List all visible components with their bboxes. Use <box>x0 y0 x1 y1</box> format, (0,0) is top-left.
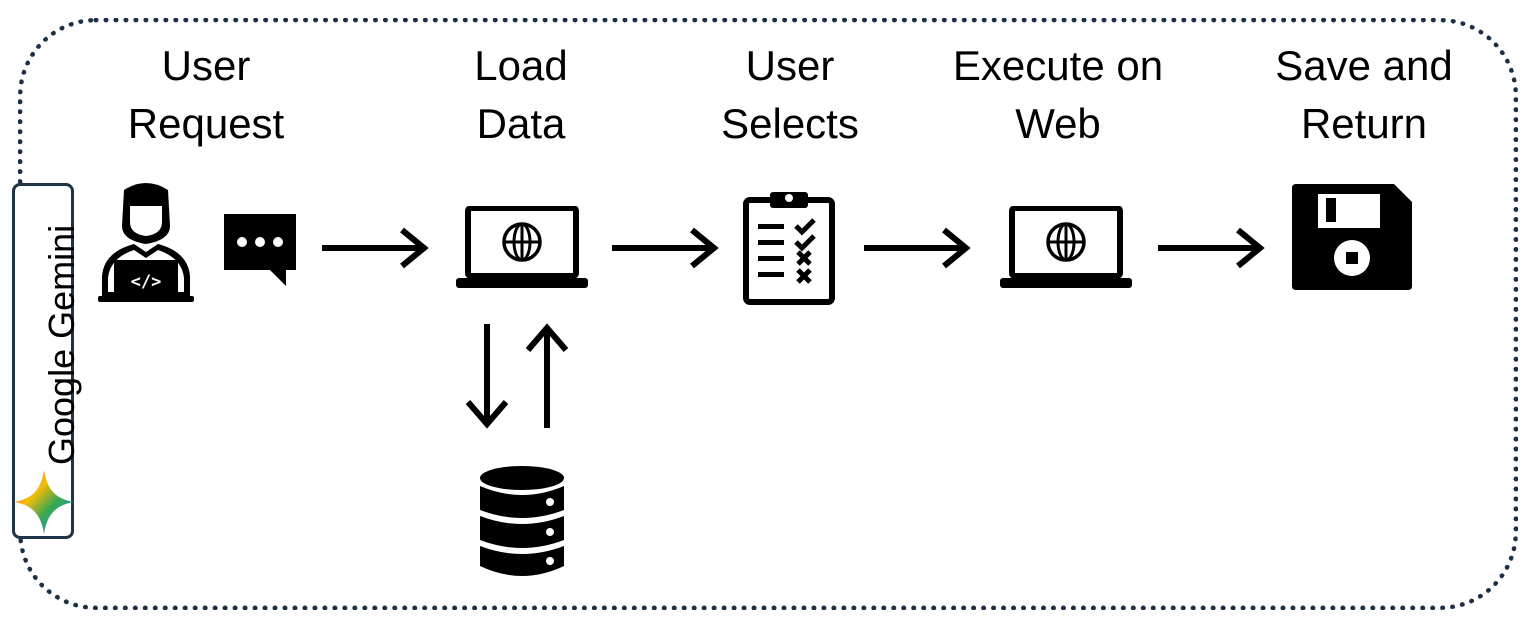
arrow-right-icon <box>1158 227 1265 269</box>
step-label-line1: Execute on <box>952 42 1164 89</box>
step-label-line2: Request <box>127 100 285 147</box>
step-label-line1: User <box>161 42 251 89</box>
step-label-line2: Selects <box>721 100 859 147</box>
step-label-line1: Load <box>474 42 568 89</box>
step-label-user-request: User Request <box>108 37 304 153</box>
svg-text:</>: </> <box>131 272 162 292</box>
clipboard-checklist-icon <box>743 192 835 305</box>
gemini-sidebar-label: Google Gemini <box>41 224 82 465</box>
laptop-globe-icon <box>1000 206 1132 288</box>
step-label-line2: Web <box>1015 100 1101 147</box>
floppy-disk-icon <box>1292 184 1412 290</box>
developer-icon: </> <box>98 183 194 302</box>
laptop-globe-icon <box>456 206 588 288</box>
step-label-load-data: Load Data <box>440 37 602 153</box>
database-icon <box>480 466 564 576</box>
step-label-line1: Save and <box>1275 42 1453 89</box>
step-label-line1: User <box>745 42 835 89</box>
arrow-right-icon <box>322 227 429 269</box>
step-label-execute-on-web: Execute on Web <box>930 37 1186 153</box>
step-label-line2: Data <box>476 100 566 147</box>
arrow-right-icon <box>864 227 971 269</box>
step-label-user-selects: User Selects <box>700 37 880 153</box>
arrow-right-icon <box>612 227 719 269</box>
step-label-line2: Return <box>1300 100 1428 147</box>
step-label-save-and-return: Save and Return <box>1258 37 1470 153</box>
arrow-up-icon <box>525 323 569 428</box>
gemini-star-icon <box>14 470 74 534</box>
chat-bubble-icon <box>224 214 296 286</box>
arrow-down-icon <box>465 324 509 429</box>
